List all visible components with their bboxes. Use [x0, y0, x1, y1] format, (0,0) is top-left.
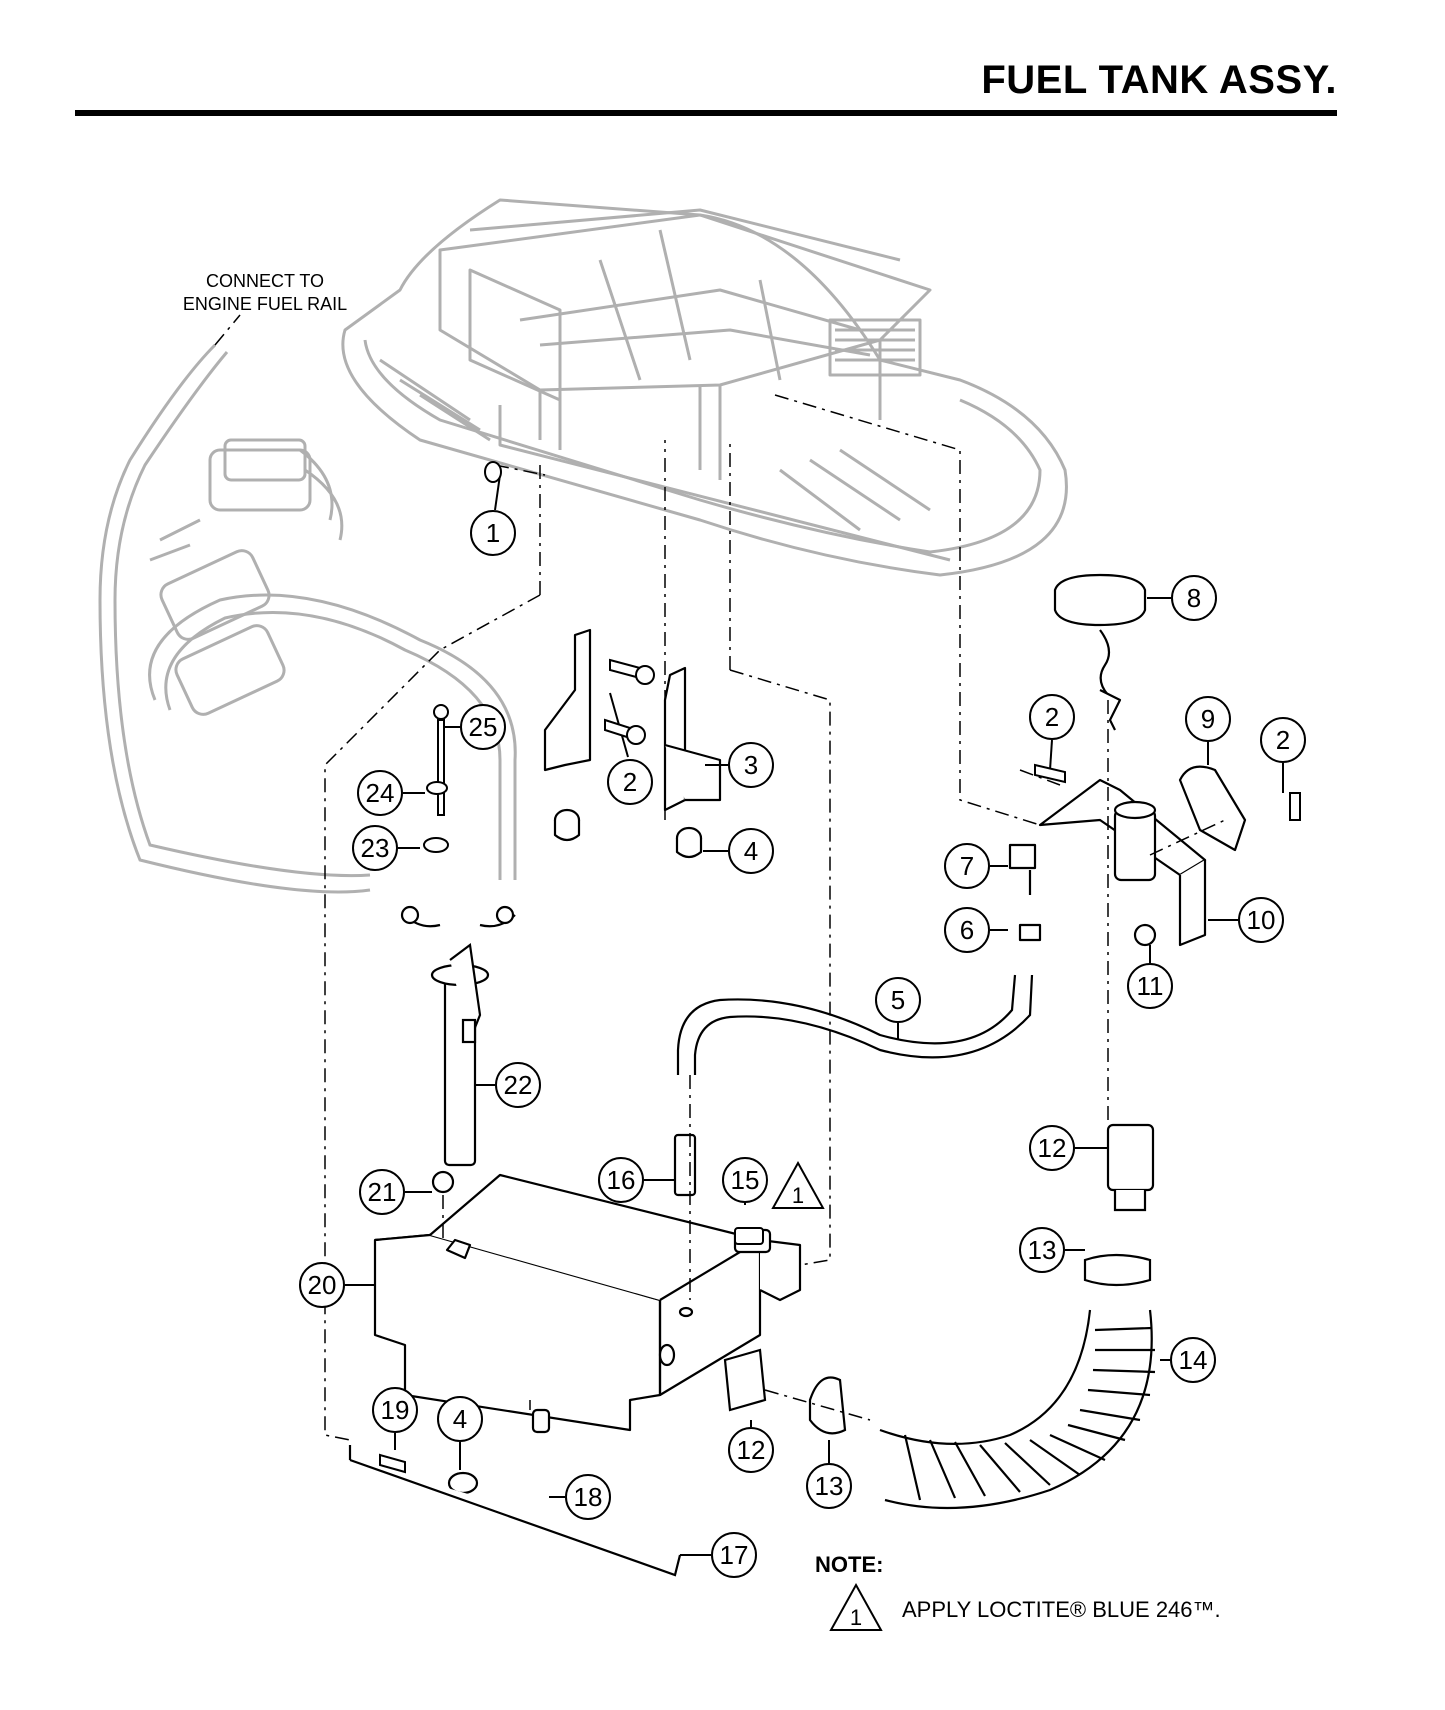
- title-rule: [75, 110, 1337, 116]
- callout-label: 11: [1137, 971, 1164, 1001]
- note-label: NOTE:: [815, 1552, 884, 1577]
- callout-17: 17: [680, 1532, 757, 1578]
- fill-hose: [879, 1309, 1156, 1510]
- callout-label: 23: [361, 833, 390, 863]
- fuel-tank: [373, 1173, 802, 1432]
- callout-label: 6: [960, 915, 974, 945]
- callout-label: 22: [504, 1070, 533, 1100]
- callout-21: 21: [359, 1169, 432, 1215]
- callout-label: 8: [1187, 583, 1201, 613]
- callout-label: 9: [1201, 704, 1215, 734]
- chassis-frame: [341, 198, 1068, 577]
- callout-label: 3: [744, 750, 758, 780]
- callout-label: 19: [381, 1395, 410, 1425]
- callout-12a: 12: [1029, 1125, 1108, 1171]
- connect-annotation-line2: ENGINE FUEL RAIL: [182, 294, 348, 314]
- connect-annotation: CONNECT TO ENGINE FUEL RAIL: [165, 270, 365, 316]
- callout-label: 2: [1045, 702, 1059, 732]
- warning-marker: 1: [792, 1183, 804, 1208]
- callout-label: 13: [815, 1471, 844, 1501]
- tank-brackets: [543, 628, 722, 859]
- callout-23: 23: [352, 825, 420, 871]
- callout-5: 5: [875, 977, 921, 1040]
- callout-label: 4: [744, 836, 758, 866]
- callout-20: 20: [299, 1262, 375, 1308]
- callout-label: 12: [1038, 1133, 1067, 1163]
- callout-16: 16: [598, 1157, 675, 1203]
- note-text: APPLY LOCTITE® BLUE 246™.: [902, 1597, 1221, 1622]
- note-marker: 1: [850, 1605, 862, 1630]
- callout-2c: 2: [1260, 717, 1306, 793]
- warning-triangle: 1: [771, 1160, 825, 1209]
- callout-label: 2: [1276, 725, 1290, 755]
- callout-8: 8: [1147, 575, 1217, 621]
- callout-18: 18: [549, 1474, 611, 1520]
- callout-13a: 13: [1019, 1227, 1085, 1273]
- callout-22: 22: [475, 1062, 541, 1108]
- callout-4b: 4: [437, 1396, 483, 1470]
- note-triangle: 1: [829, 1582, 883, 1631]
- callout-label: 1: [486, 518, 500, 548]
- connect-annotation-line1: CONNECT TO: [205, 271, 325, 291]
- callout-label: 17: [720, 1540, 749, 1570]
- callout-label: 13: [1028, 1235, 1057, 1265]
- callouts: 1 2 2 2 3 4 4 5 6 7 8 9 10 11 12 12: [299, 474, 1306, 1578]
- callout-14: 14: [1160, 1337, 1216, 1383]
- callout-label: 2: [623, 767, 637, 797]
- callout-24: 24: [357, 770, 425, 816]
- callout-label: 12: [737, 1435, 766, 1465]
- callout-11: 11: [1127, 945, 1173, 1009]
- callout-19: 19: [372, 1387, 418, 1450]
- fittings: [348, 1123, 1155, 1577]
- filler-neck-bracket: [1008, 573, 1247, 947]
- callout-label: 14: [1179, 1345, 1208, 1375]
- phantom-lines: [214, 314, 1226, 1441]
- callout-13b: 13: [806, 1440, 852, 1509]
- callout-1: 1: [470, 474, 516, 556]
- callout-label: 20: [308, 1270, 337, 1300]
- vent-hose: [676, 974, 1034, 1075]
- callout-label: 25: [469, 712, 498, 742]
- callout-2b: 2: [1029, 694, 1075, 771]
- callout-15: 15: [722, 1157, 768, 1205]
- callout-6: 6: [944, 907, 1008, 953]
- callout-label: 7: [960, 851, 974, 881]
- callout-label: 4: [453, 1404, 467, 1434]
- hardware: [379, 461, 1301, 1474]
- fuel-pump-assembly: [98, 343, 517, 894]
- callout-label: 21: [368, 1177, 397, 1207]
- callout-10: 10: [1208, 897, 1284, 943]
- callout-label: 15: [731, 1165, 760, 1195]
- callout-label: 5: [891, 985, 905, 1015]
- callout-12b: 12: [728, 1420, 774, 1473]
- sending-unit: [400, 905, 516, 1167]
- callout-4a: 4: [703, 828, 774, 874]
- callout-3: 3: [705, 742, 774, 788]
- callout-label: 24: [366, 778, 395, 808]
- callout-7: 7: [944, 843, 1008, 889]
- callout-25: 25: [445, 704, 506, 750]
- callout-label: 10: [1247, 905, 1276, 935]
- page-title: FUEL TANK ASSY.: [981, 58, 1337, 102]
- callout-2a: 2: [607, 692, 653, 805]
- callout-label: 18: [574, 1482, 603, 1512]
- callout-9: 9: [1185, 696, 1231, 765]
- callout-label: 16: [607, 1165, 636, 1195]
